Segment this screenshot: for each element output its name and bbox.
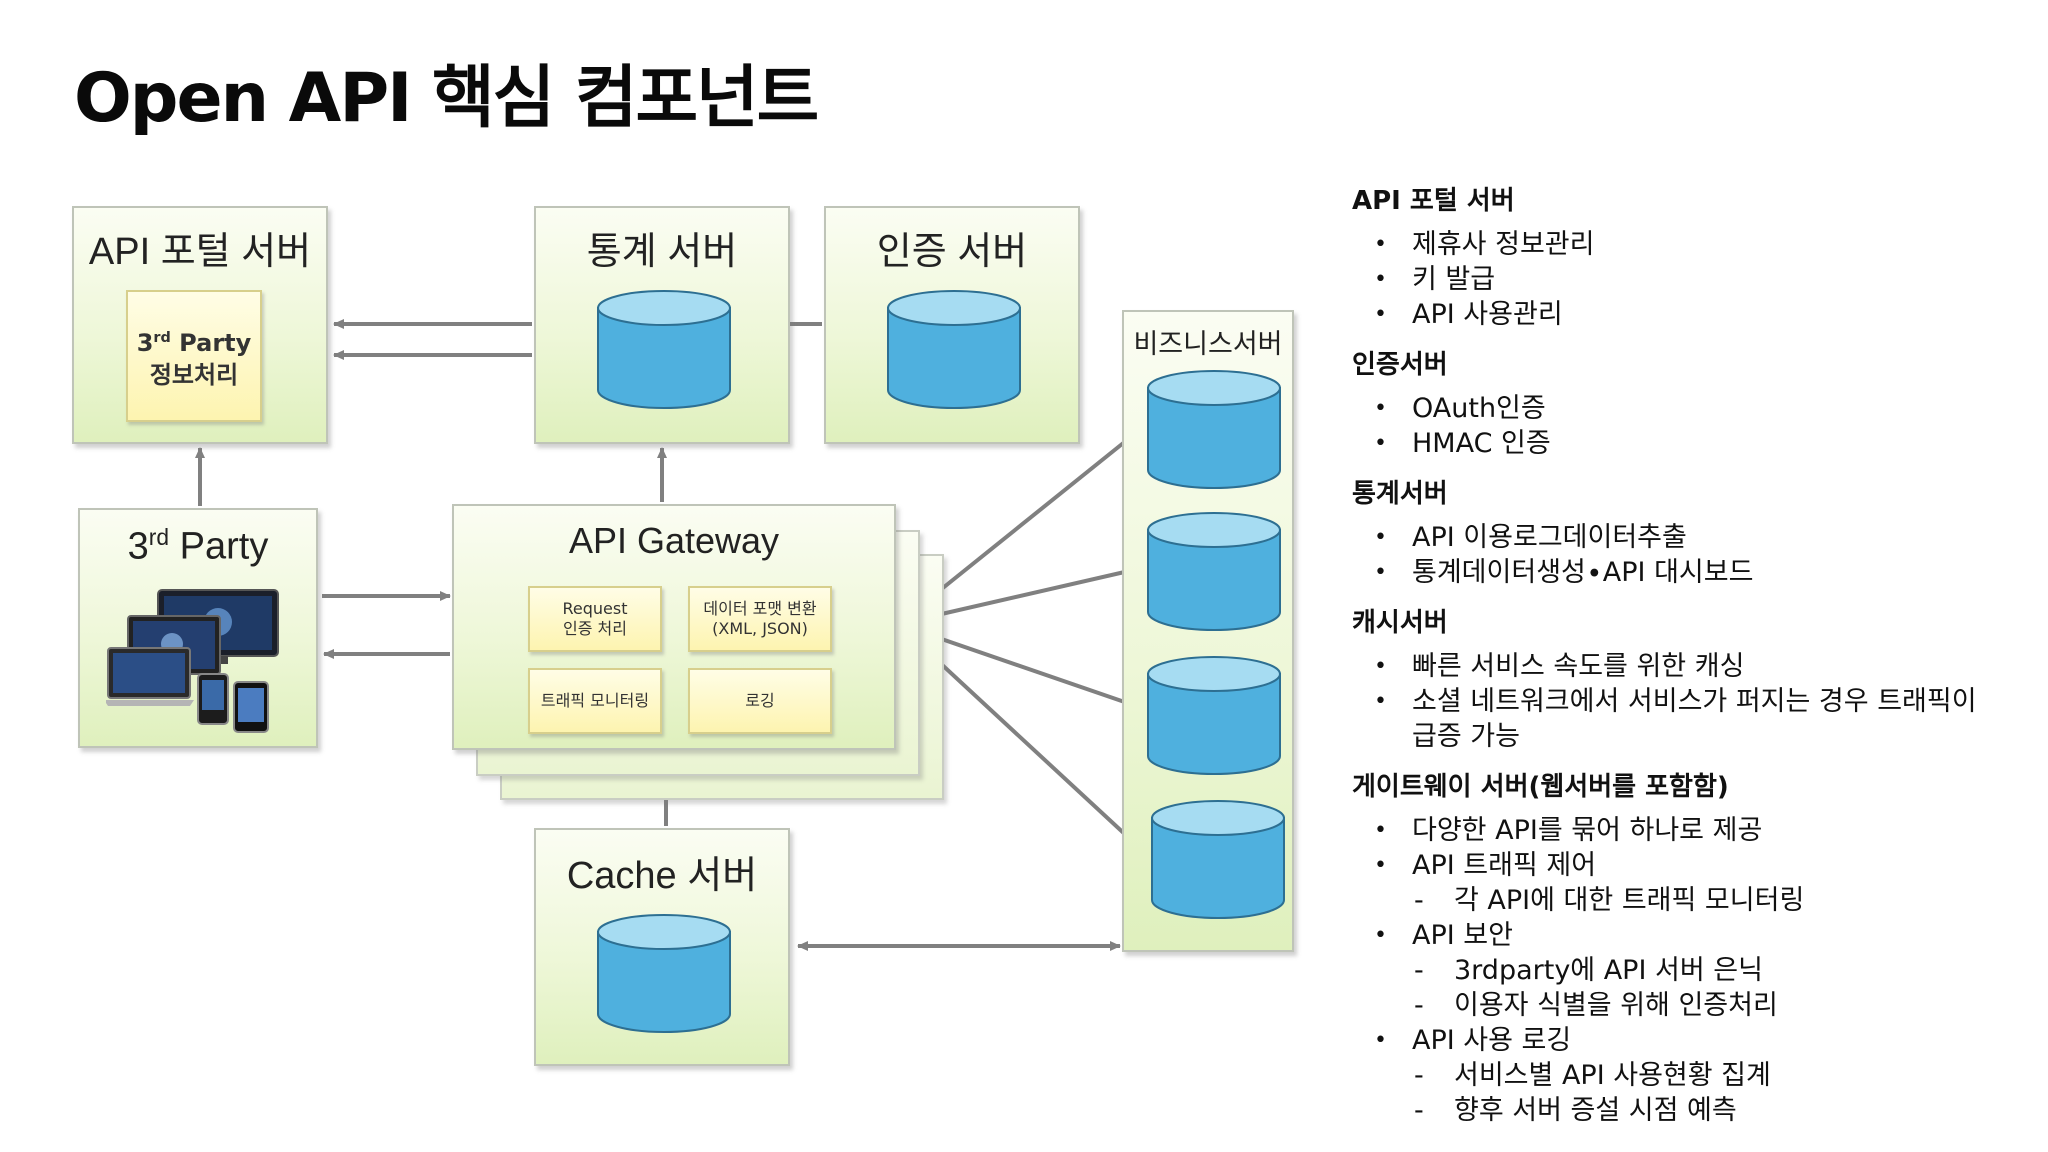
api-portal-server-title: API 포털 서버 xyxy=(88,231,312,273)
section-title: 인증서버 xyxy=(1352,350,1448,380)
devices-icon xyxy=(106,589,279,733)
third-party-title-post: Party xyxy=(169,525,269,568)
sub-item: 향후 서버 증설 시점 예측 xyxy=(1414,1093,2032,1128)
sub-item: 서비스별 API 사용현황 집계 xyxy=(1414,1058,2032,1093)
bullet-item: 키 발급 xyxy=(1374,262,2032,297)
third-party-title-pre: 3 xyxy=(127,525,149,568)
bullet-item: 소셜 네트워크에서 서비스가 퍼지는 경우 트래픽이 급증 가능 xyxy=(1374,684,1992,754)
bullet-item: 다양한 API를 묶어 하나로 제공 xyxy=(1374,813,2032,848)
gateway-module-traffic-monitor: 트래픽 모니터링 xyxy=(528,668,662,734)
business-db-cylinder-icon-4 xyxy=(1151,800,1285,919)
section-stats: 통계서버 API 이용로그데이터추출 통계데이터생성∙API 대시보드 xyxy=(1352,473,2032,590)
section-title: 게이트웨이 서버(웹서버를 포함함) xyxy=(1352,772,1729,802)
bullet-list: 빠른 서비스 속도를 위한 캐싱 소셜 네트워크에서 서비스가 퍼지는 경우 트… xyxy=(1352,649,2032,754)
bullet-item: 통계데이터생성∙API 대시보드 xyxy=(1374,555,2032,590)
bullet-item: 제휴사 정보관리 xyxy=(1374,227,2032,262)
sub-item: 3rdparty에 API 서버 은닉 xyxy=(1414,953,2032,988)
bullet-item: API 사용 로깅 서비스별 API 사용현황 집계 향후 서버 증설 시점 예… xyxy=(1374,1023,2032,1128)
third-party-info-line2: 정보처리 xyxy=(149,360,239,389)
third-party-info-sup: rd xyxy=(153,329,171,346)
bullet-item-text: API 보안 xyxy=(1412,920,1513,951)
section-title: API 포털 서버 xyxy=(1352,186,1515,216)
bullet-list: API 이용로그데이터추출 통계데이터생성∙API 대시보드 xyxy=(1352,520,2032,590)
api-portal-server-box: API 포털 서버 3rd Party 정보처리 xyxy=(72,206,328,444)
stats-server-title: 통계 서버 xyxy=(586,231,738,273)
third-party-info-post: Party xyxy=(170,328,252,357)
third-party-box: 3rd Party xyxy=(78,508,318,748)
sub-list: 서비스별 API 사용현황 집계 향후 서버 증설 시점 예측 xyxy=(1412,1058,2032,1128)
section-title: 통계서버 xyxy=(1352,479,1448,509)
third-party-title-sup: rd xyxy=(148,524,170,550)
bullet-item: 빠른 서비스 속도를 위한 캐싱 xyxy=(1374,649,2032,684)
sub-list: 3rdparty에 API 서버 은닉 이용자 식별을 위해 인증처리 xyxy=(1412,953,2032,1023)
business-server-box: 비즈니스서버 xyxy=(1122,310,1294,952)
section-title: 캐시서버 xyxy=(1352,608,1448,638)
bullet-item: API 사용관리 xyxy=(1374,297,2032,332)
cache-server-box: Cache 서버 xyxy=(534,828,790,1066)
bullet-item: API 보안 3rdparty에 API 서버 은닉 이용자 식별을 위해 인증… xyxy=(1374,918,2032,1023)
sub-list: 각 API에 대한 트래픽 모니터링 xyxy=(1412,883,2032,918)
section-auth: 인증서버 OAuth인증 HMAC 인증 xyxy=(1352,344,2032,461)
cache-db-cylinder-icon xyxy=(597,914,731,1033)
business-db-cylinder-icon-2 xyxy=(1147,512,1281,631)
section-cache: 캐시서버 빠른 서비스 속도를 위한 캐싱 소셜 네트워크에서 서비스가 퍼지는… xyxy=(1352,602,2032,754)
sub-item: 각 API에 대한 트래픽 모니터링 xyxy=(1414,883,2032,918)
auth-server-title: 인증 서버 xyxy=(876,231,1028,273)
third-party-info-module: 3rd Party 정보처리 xyxy=(126,290,262,422)
bullet-list: OAuth인증 HMAC 인증 xyxy=(1352,391,2032,461)
cache-server-title: Cache 서버 xyxy=(566,855,758,897)
gateway-module-logging: 로깅 xyxy=(688,668,832,734)
sub-item: 이용자 식별을 위해 인증처리 xyxy=(1414,988,2032,1023)
api-gateway-title: API Gateway xyxy=(568,520,780,561)
bullet-item-text: API 사용 로깅 xyxy=(1412,1025,1572,1056)
bullet-item: API 이용로그데이터추출 xyxy=(1374,520,2032,555)
auth-db-cylinder-icon xyxy=(887,290,1021,409)
gateway-module-format-convert: 데이터 포맷 변환 (XML, JSON) xyxy=(688,586,832,652)
bullet-list: 제휴사 정보관리 키 발급 API 사용관리 xyxy=(1352,227,2032,332)
stats-server-box: 통계 서버 xyxy=(534,206,790,444)
stats-db-cylinder-icon xyxy=(597,290,731,409)
business-db-cylinder-icon-3 xyxy=(1147,656,1281,775)
third-party-title: 3rd Party xyxy=(80,524,316,569)
bullet-item-text: 다양한 API를 묶어 하나로 제공 xyxy=(1412,815,1763,846)
gateway-module-request-auth: Request 인증 처리 xyxy=(528,586,662,652)
business-db-cylinder-icon-1 xyxy=(1147,370,1281,489)
bullet-list: 다양한 API를 묶어 하나로 제공 API 트래픽 제어 각 API에 대한 … xyxy=(1352,813,2032,1128)
page-title: Open API 핵심 컴포넌트 xyxy=(74,59,819,138)
bullet-item: HMAC 인증 xyxy=(1374,426,2032,461)
section-gateway: 게이트웨이 서버(웹서버를 포함함) 다양한 API를 묶어 하나로 제공 AP… xyxy=(1352,766,2032,1128)
section-portal: API 포털 서버 제휴사 정보관리 키 발급 API 사용관리 xyxy=(1352,180,2032,332)
api-gateway-box: API Gateway Request 인증 처리 데이터 포맷 변환 (XML… xyxy=(452,504,896,750)
bullet-item-text: API 트래픽 제어 xyxy=(1412,850,1597,881)
bullet-item: OAuth인증 xyxy=(1374,391,2032,426)
description-panel: API 포털 서버 제휴사 정보관리 키 발급 API 사용관리 인증서버 OA… xyxy=(1352,180,2032,1140)
bullet-item: API 트래픽 제어 각 API에 대한 트래픽 모니터링 xyxy=(1374,848,2032,918)
business-server-title: 비즈니스서버 xyxy=(1133,329,1283,359)
third-party-info-pre: 3 xyxy=(136,328,154,357)
auth-server-box: 인증 서버 xyxy=(824,206,1080,444)
